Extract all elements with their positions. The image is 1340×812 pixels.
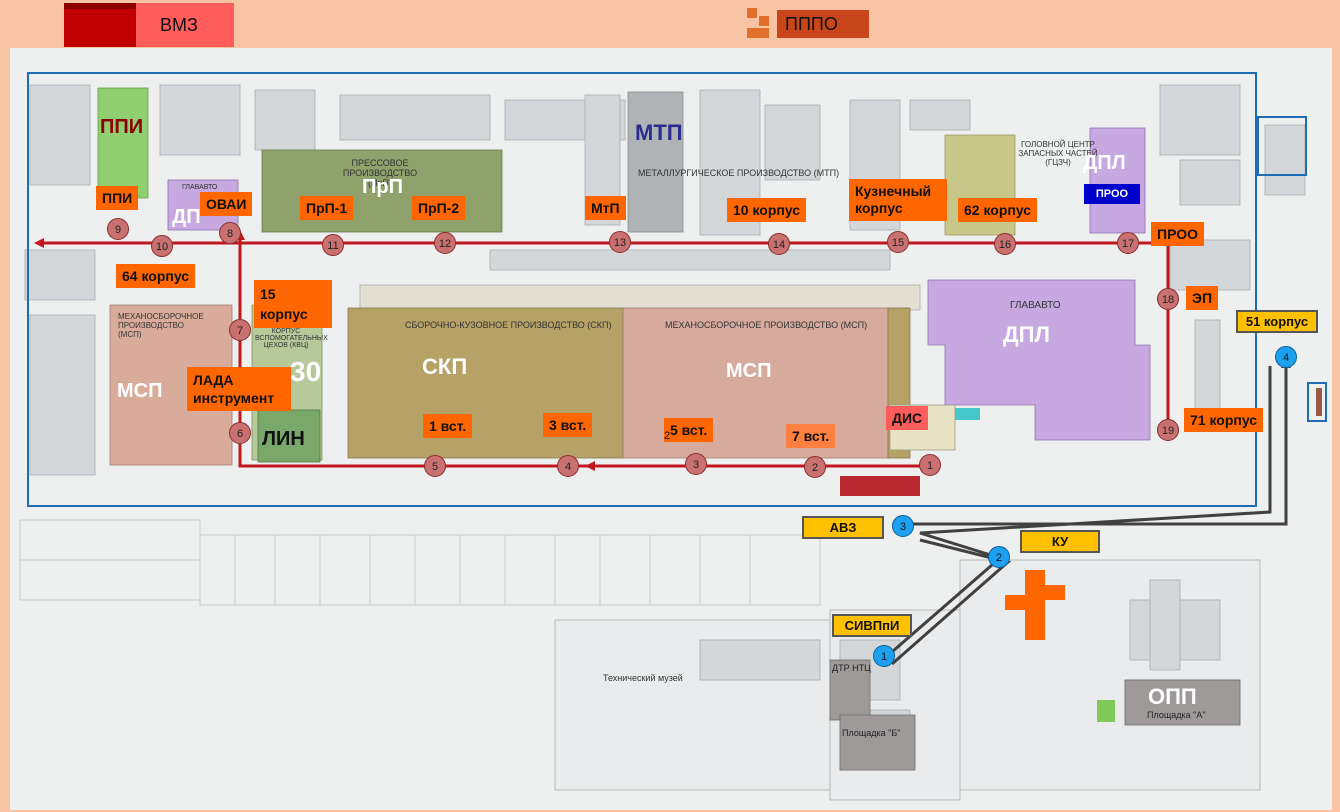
east-gate-frame — [1307, 382, 1327, 422]
ploshchadka-b-building — [839, 714, 916, 771]
red-route-arrow-mid — [585, 461, 595, 471]
dpl-top-building — [1089, 127, 1146, 234]
parking-grid — [19, 519, 821, 606]
zone-lin: ЛИН — [262, 428, 305, 450]
label-prp1[interactable]: ПрП-1 — [300, 196, 354, 220]
mtp-building-a — [627, 91, 684, 233]
pppo-block-icon — [745, 6, 779, 40]
lin-building — [257, 409, 321, 463]
msp-building — [622, 307, 889, 459]
label-avz[interactable]: АВЗ — [802, 516, 884, 539]
red-node-8[interactable]: 8 — [219, 222, 241, 244]
ploshchadka-a-caption: Площадка "А" — [1147, 710, 1206, 720]
label-ep[interactable]: ЭП — [1186, 286, 1219, 310]
label-ovai[interactable]: ОВАИ — [200, 192, 253, 216]
east-gate-marker — [1316, 388, 1322, 416]
label-3-vst[interactable]: 3 вст. — [543, 413, 593, 437]
museum-caption: Технический музей — [603, 673, 683, 683]
dis-marker — [955, 408, 980, 420]
green-marker — [1097, 700, 1115, 722]
red-node-7[interactable]: 7 — [229, 319, 251, 341]
legend-pppo[interactable]: ПППО — [745, 6, 870, 40]
label-15-korpus[interactable]: 15 корпус — [254, 280, 332, 328]
proo-badge[interactable]: ПРОО — [1084, 184, 1140, 204]
east-block-frame — [1257, 116, 1307, 176]
zone-prp: ПрП — [362, 176, 403, 198]
zone-msp: МСП — [726, 360, 772, 382]
red-node-11[interactable]: 11 — [322, 234, 344, 256]
red-node-6[interactable]: 6 — [229, 422, 251, 444]
label-sivppi[interactable]: СИВПпИ — [832, 614, 912, 637]
zone-dpl-center: ДПЛ — [1003, 322, 1050, 347]
label-5-vst[interactable]: 5 вст. — [664, 418, 714, 442]
zone-msp-left: МСП — [117, 380, 163, 402]
avz-building — [840, 476, 920, 496]
red-node-16[interactable]: 16 — [994, 233, 1016, 255]
blue-node-1[interactable]: 1 — [873, 645, 895, 667]
red-node-2[interactable]: 2 — [804, 456, 826, 478]
vmz-boundary — [27, 72, 1257, 507]
label-62-korpus[interactable]: 62 корпус — [958, 198, 1038, 222]
red-node-14[interactable]: 14 — [768, 233, 790, 255]
red-node-15[interactable]: 15 — [887, 231, 909, 253]
label-prp2[interactable]: ПрП-2 — [412, 196, 466, 220]
dtr-building — [829, 659, 871, 721]
label-stray-2: 2 — [664, 430, 671, 442]
label-lada[interactable]: ЛАДА инструмент — [187, 367, 291, 411]
zone-ppi: ППИ — [100, 116, 144, 138]
red-route-arrow-west — [34, 238, 44, 248]
label-1-vst[interactable]: 1 вст. — [423, 414, 473, 438]
label-kuznechny[interactable]: Кузнечный корпус — [849, 179, 947, 221]
blue-node-2[interactable]: 2 — [988, 546, 1010, 568]
label-51-korpus[interactable]: 51 корпус — [1236, 310, 1318, 333]
zone-opp: ОПП — [1148, 684, 1197, 709]
red-node-1[interactable]: 1 — [919, 454, 941, 476]
vmz-swatch-icon — [64, 3, 150, 47]
dtr-caption: ДТР НТЦ — [832, 663, 871, 673]
gczch-caption: ГОЛОВНОЙ ЦЕНТР ЗАПАСНЫХ ЧАСТЕЙ (ГЦЗЧ) — [1018, 140, 1098, 167]
red-node-5[interactable]: 5 — [424, 455, 446, 477]
red-node-13[interactable]: 13 — [609, 231, 631, 253]
label-64-korpus[interactable]: 64 корпус — [116, 264, 196, 288]
kvc-caption: КОРПУС ВСПОМОГАТЕЛЬНЫХ ЦЕХОВ (КВЦ) — [255, 328, 328, 349]
legend-vmz[interactable]: ВМЗ — [64, 3, 234, 47]
label-7-vst[interactable]: 7 вст. — [786, 424, 836, 448]
press-caption: ПРЕССОВОЕ ПРОИЗВОДСТВО (ПрП) — [342, 158, 418, 188]
red-node-10[interactable]: 10 — [151, 235, 173, 257]
red-node-19[interactable]: 19 — [1157, 419, 1179, 441]
ppi-building — [97, 87, 149, 199]
msp-caption: МЕХАНОСБОРОЧНОЕ ПРОИЗВОДСТВО (МСП) — [665, 320, 868, 330]
red-node-9[interactable]: 9 — [107, 218, 129, 240]
glavavto-small-caption: ГЛАВАВТО — [182, 184, 218, 191]
label-10-korpus[interactable]: 10 корпус — [727, 198, 807, 222]
zone-dpl-top: ДПЛ — [1083, 152, 1126, 174]
label-ku[interactable]: КУ — [1020, 530, 1100, 553]
label-proo[interactable]: ПРОО — [1151, 222, 1204, 246]
label-ppi[interactable]: ППИ — [96, 186, 139, 210]
dpl-main-building — [927, 279, 1151, 441]
zone-skp: СКП — [422, 354, 468, 379]
msp-left-caption: МЕХАНОСБОРОЧНОЕ ПРОИЗВОДСТВО (МСП) — [118, 312, 204, 339]
glavavto-caption: ГЛАВАВТО — [1010, 300, 1061, 311]
ploshchadka-b-caption: Площадка "Б" — [842, 728, 901, 738]
label-71-korpus[interactable]: 71 корпус — [1184, 408, 1264, 432]
label-dis[interactable]: ДИС — [886, 406, 929, 430]
blue-node-3[interactable]: 3 — [892, 515, 914, 537]
label-mtp[interactable]: МтП — [585, 196, 626, 220]
blue-node-4[interactable]: 4 — [1275, 346, 1297, 368]
red-node-17[interactable]: 17 — [1117, 232, 1139, 254]
red-node-3[interactable]: 3 — [685, 453, 707, 475]
red-node-12[interactable]: 12 — [434, 232, 456, 254]
zone-30: 30 — [290, 356, 322, 387]
zone-mtp: МТП — [635, 120, 683, 145]
legend-vmz-label: ВМЗ — [136, 3, 234, 47]
opp-building — [1124, 679, 1241, 726]
red-node-18[interactable]: 18 — [1157, 288, 1179, 310]
legend-pppo-label: ПППО — [777, 10, 869, 38]
zone-dp: ДП — [172, 206, 201, 228]
metal-caption: МЕТАЛЛУРГИЧЕСКОЕ ПРОИЗВОДСТВО (МТП) — [638, 168, 840, 178]
red-node-4[interactable]: 4 — [557, 455, 579, 477]
skp-caption: СБОРОЧНО-КУЗОВНОЕ ПРОИЗВОДСТВО (СКП) — [405, 320, 612, 330]
ku-building — [1005, 570, 1065, 640]
